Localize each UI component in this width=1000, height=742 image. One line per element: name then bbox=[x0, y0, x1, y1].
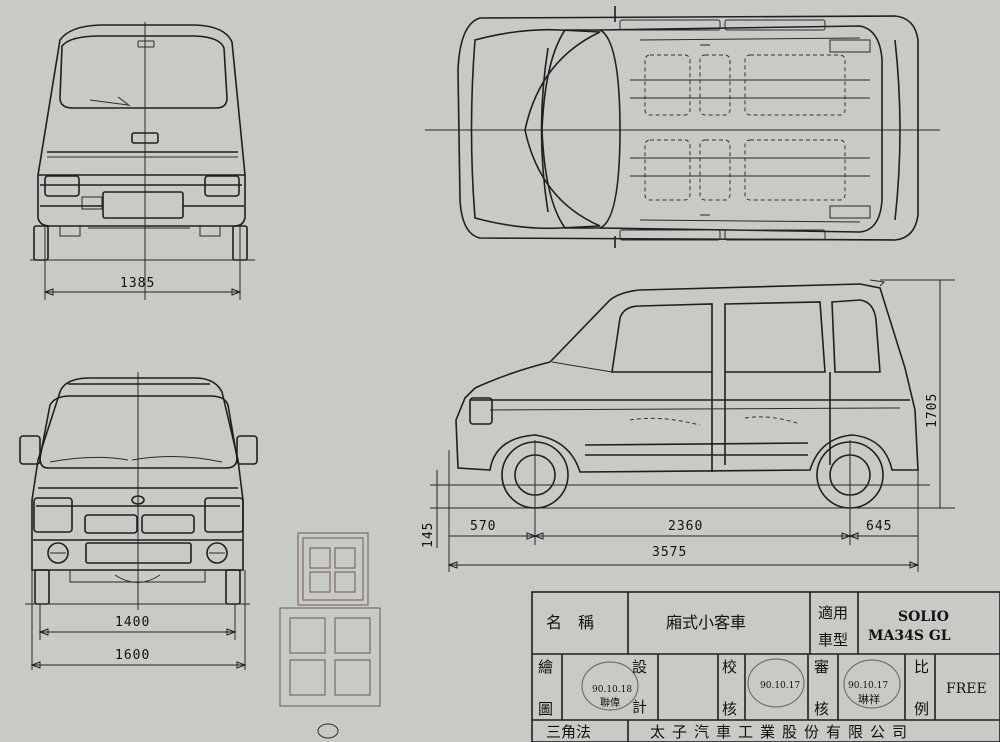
model-line-2: MA34S GL bbox=[868, 628, 951, 644]
drawing-label-2: 圖 bbox=[538, 700, 553, 718]
dim-overall-width: 1600 bbox=[115, 648, 150, 663]
scale-value: FREE bbox=[946, 681, 987, 697]
seal-stamp-upper bbox=[297, 532, 369, 606]
check-label-1: 校 bbox=[722, 658, 737, 676]
dim-overall-length: 3575 bbox=[652, 545, 687, 560]
side-view bbox=[430, 279, 955, 572]
title-block bbox=[531, 591, 1000, 742]
company-name: 太子汽車工業股份有限公司 bbox=[650, 723, 914, 741]
review-label-2: 核 bbox=[814, 700, 829, 718]
rear-view bbox=[30, 22, 255, 300]
applicable-label-1: 適用 bbox=[818, 604, 848, 622]
design-label-2: 計 bbox=[632, 698, 647, 716]
dim-front-track: 1400 bbox=[115, 615, 150, 630]
projection-method: 三角法 bbox=[546, 723, 591, 741]
applicable-label-2: 車型 bbox=[818, 631, 848, 649]
stamp-review-date: 90.10.17 bbox=[848, 681, 888, 691]
dim-height: 1705 bbox=[925, 393, 940, 428]
stamp-design-name: 聯偉 bbox=[600, 697, 620, 709]
small-mark-icon bbox=[317, 723, 339, 739]
dim-rear-track: 1385 bbox=[120, 276, 155, 291]
review-label-1: 審 bbox=[814, 658, 829, 676]
stamp-review-name: 琳祥 bbox=[858, 692, 880, 706]
dim-front-overhang: 570 bbox=[470, 519, 496, 534]
stamp-design-date: 90.10.18 bbox=[592, 685, 632, 695]
dimension-lines bbox=[30, 288, 920, 669]
stamp-check-date: 90.10.17 bbox=[760, 681, 800, 691]
dim-ground-clearance: 145 bbox=[421, 522, 436, 548]
top-view bbox=[425, 6, 940, 248]
front-view bbox=[19, 372, 258, 670]
dim-rear-overhang: 645 bbox=[866, 519, 892, 534]
model-line-1: SOLIO bbox=[898, 609, 949, 625]
scale-label-1: 比 bbox=[914, 658, 929, 676]
check-label-2: 核 bbox=[722, 700, 737, 718]
drawing-label-1: 繪 bbox=[538, 658, 553, 676]
name-value: 廂式小客車 bbox=[666, 613, 746, 632]
scale-label-2: 例 bbox=[914, 700, 929, 718]
design-label-1: 設 bbox=[632, 658, 647, 676]
seal-stamp-lower bbox=[279, 607, 381, 707]
name-label: 名 稱 bbox=[546, 613, 594, 632]
dim-wheelbase: 2360 bbox=[668, 519, 703, 534]
